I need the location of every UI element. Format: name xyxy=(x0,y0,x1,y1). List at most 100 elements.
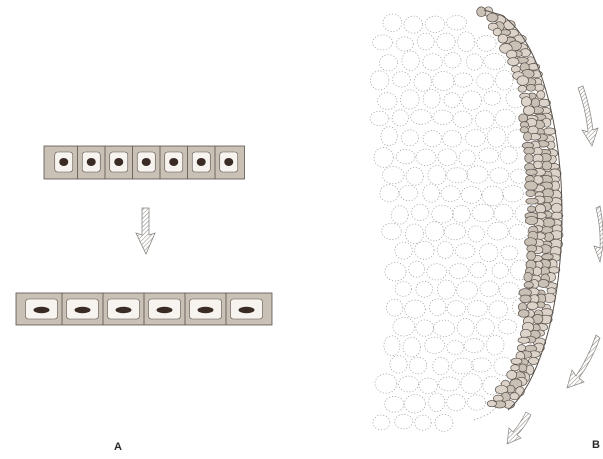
tissue-cell xyxy=(480,281,499,297)
tissue-cell xyxy=(425,16,445,32)
down-arrow-icon xyxy=(136,208,155,254)
tissue-cell xyxy=(467,395,485,411)
epithelial-cell xyxy=(526,84,535,91)
panel-a xyxy=(16,146,272,325)
tissue-cell xyxy=(441,186,460,202)
tissue-cell xyxy=(466,130,486,147)
tissue-cell xyxy=(415,241,435,259)
tissue-cell xyxy=(494,204,513,221)
epithelial-cell xyxy=(533,267,542,276)
tissue-cell xyxy=(476,318,494,336)
tissue-cell xyxy=(500,146,517,163)
tissue-cell xyxy=(437,33,456,50)
epithelial-cell xyxy=(487,13,498,22)
nucleus xyxy=(224,158,233,166)
tissue-cell xyxy=(396,37,413,51)
tissue-cell xyxy=(457,318,474,337)
tissue-cell xyxy=(425,337,445,353)
nucleus xyxy=(87,158,96,166)
tissue-cell xyxy=(484,91,501,105)
tissue-cell xyxy=(393,317,415,336)
tissue-cell xyxy=(409,261,425,277)
tissue-cell xyxy=(487,222,508,240)
tissue-cell xyxy=(467,301,487,317)
epithelial-cell xyxy=(518,310,529,318)
epithelial-cell xyxy=(551,212,563,219)
tissue-cell xyxy=(382,223,402,239)
tissue-cell xyxy=(484,54,506,70)
curved-arrow-icon xyxy=(507,412,531,444)
tissue-cell xyxy=(492,263,508,279)
epithelial-cell xyxy=(526,169,537,175)
epithelial-cell xyxy=(527,302,538,310)
tissue-cell xyxy=(425,222,444,241)
tissue-cell xyxy=(443,130,462,147)
tissue-cell xyxy=(386,299,403,316)
tissue-cell xyxy=(392,110,408,126)
tissue-cell xyxy=(375,374,397,393)
tissue-cell xyxy=(435,414,453,431)
tissue-cell xyxy=(373,35,393,50)
tissue-cell xyxy=(447,341,464,355)
tissue-cell xyxy=(479,148,499,163)
epithelial-cell xyxy=(524,132,532,141)
tissue-cell xyxy=(464,339,484,353)
tissue-cell xyxy=(428,165,446,184)
epithelial-cell xyxy=(538,280,549,288)
tissue-cell xyxy=(384,336,400,356)
tissue-cell xyxy=(390,356,407,373)
nucleus xyxy=(142,158,151,166)
epithelial-cell xyxy=(517,76,529,86)
tissue-cell xyxy=(395,242,412,259)
epithelial-cell xyxy=(533,161,542,169)
tissue-cell xyxy=(438,377,460,391)
epithelial-cell xyxy=(542,254,554,260)
tissue-cell xyxy=(455,244,475,259)
tissue-cell xyxy=(395,414,413,429)
tissue-cell xyxy=(429,393,445,412)
tissue-cell xyxy=(432,205,454,223)
tissue-cell xyxy=(453,111,472,127)
tissue-cell xyxy=(466,54,482,70)
epithelial-cell xyxy=(519,364,527,372)
epithelial-cell xyxy=(548,267,559,273)
tissue-cell xyxy=(482,186,503,206)
tissue-cell xyxy=(402,51,419,70)
tissue-cell xyxy=(468,226,484,242)
tissue-cell xyxy=(434,320,455,336)
curved-arrow-icon xyxy=(594,206,603,262)
panel-a-label: A xyxy=(114,441,122,453)
tissue-cell xyxy=(406,167,423,185)
tissue-cell xyxy=(404,16,423,33)
tissue-cell xyxy=(385,262,406,281)
panel-b-label: B xyxy=(592,439,600,451)
epithelial-cell xyxy=(528,206,536,212)
tissue-cell xyxy=(400,185,418,200)
tissue-cell xyxy=(370,111,389,125)
nucleus xyxy=(197,158,206,166)
epithelial-cell xyxy=(543,128,556,135)
tissue-cell xyxy=(423,131,442,147)
tissue-cell xyxy=(446,394,465,411)
nucleus xyxy=(198,307,214,313)
tissue-cell xyxy=(400,90,419,109)
tissue-cell xyxy=(437,242,453,259)
nucleus xyxy=(157,307,173,313)
panel-b xyxy=(370,7,603,444)
tissue-cell xyxy=(370,71,389,90)
tissue-cell xyxy=(462,91,482,110)
epithelial-cell xyxy=(537,91,545,99)
epithelial-cell xyxy=(523,106,534,115)
tissue-cell xyxy=(423,89,440,108)
tissue-cell xyxy=(459,150,475,166)
tissue-cell xyxy=(411,110,432,125)
tissue-cell xyxy=(486,335,504,355)
nucleus xyxy=(34,307,50,313)
epithelial-cell xyxy=(520,295,531,303)
tissue-cell xyxy=(382,167,404,184)
tissue-cell xyxy=(500,282,520,299)
tissue-cell xyxy=(429,299,446,316)
tissue-cell xyxy=(487,127,506,147)
tissue-cell xyxy=(411,204,429,220)
